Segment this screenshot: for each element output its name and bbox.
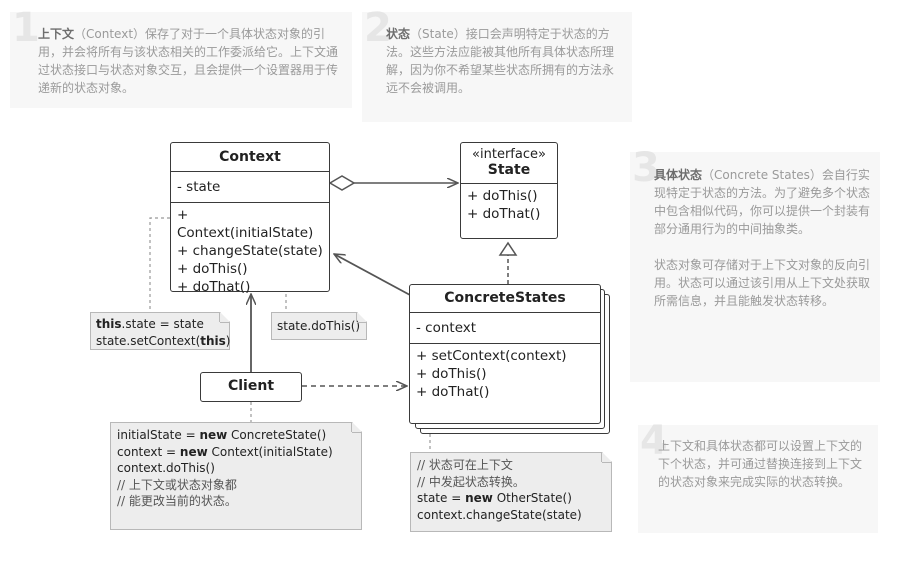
class-fields: - context: [410, 312, 600, 343]
keyword: this: [200, 333, 226, 348]
note-line: context.doThis(): [117, 461, 215, 475]
code: ): [225, 333, 231, 348]
client-class: Client: [200, 372, 302, 402]
callout-number: 4: [640, 418, 668, 464]
method: + setContext(context): [416, 348, 567, 364]
callout-text: 具体状态（Concrete States）会自行实现特定于状态的方法。为了避免多…: [654, 166, 874, 310]
callout-keyword: 上下文: [38, 27, 75, 41]
callout-text: 上下文（Context）保存了对于一个具体状态对象的引用，并会将所有与该状态相关…: [38, 25, 338, 97]
class-name: Client: [227, 378, 275, 394]
callout-body: 上下文和具体状态都可以设置上下文的下个状态，并可通过替换连接到上下文的状态对象来…: [658, 439, 863, 489]
note-link-state: [149, 217, 170, 312]
callout-body: （State）接口会声明特定于状态的方法。这些方法应能被其他所有具体状态所理解，…: [386, 27, 615, 95]
callout-keyword: 具体状态: [654, 168, 703, 182]
class-methods: + Context(initialState) + changeState(st…: [171, 202, 329, 299]
method: + doThis(): [416, 366, 487, 382]
realization-triangle: [498, 241, 518, 256]
note-do-this: state.doThis(): [271, 312, 367, 340]
field: - context: [416, 320, 477, 336]
association-line: [334, 254, 411, 296]
callout-text: 上下文和具体状态都可以设置上下文的下个状态，并可通过替换连接到上下文的状态对象来…: [658, 437, 873, 491]
aggregation-diamond: [328, 175, 356, 191]
class-name: ConcreteStates: [444, 290, 566, 306]
callout-body: （Concrete States）会自行实现特定于状态的方法。为了避免多个状态中…: [654, 168, 871, 236]
state-interface: «interface» State + doThis() + doThat(): [460, 142, 558, 239]
class-methods: + setContext(context) + doThis() + doTha…: [410, 343, 600, 404]
note-line: context.changeState(state): [417, 507, 582, 522]
class-name: Context: [219, 149, 281, 165]
note-comment: // 能更改当前的状态。: [117, 494, 237, 508]
keyword: this: [96, 317, 122, 331]
note-line: this.state = state: [96, 316, 224, 333]
method: + doThis(): [177, 261, 248, 277]
callout-2: 2 状态（State）接口会声明特定于状态的方法。这些方法应能被其他所有具体状态…: [362, 8, 632, 122]
context-class: Context - state + Context(initialState) …: [170, 142, 330, 295]
callout-number: 2: [364, 5, 392, 51]
note-line: state.setContext(this): [96, 333, 230, 350]
note-comment: // 上下文或状态对象都: [117, 477, 237, 492]
method: + doThat(): [416, 384, 490, 400]
concrete-states-class: ConcreteStates - context + setContext(co…: [409, 284, 601, 424]
class-fields: - state: [171, 171, 329, 202]
note-comment: // 中发起状态转换。: [417, 474, 525, 489]
callout-text: 状态（State）接口会声明特定于状态的方法。这些方法应能被其他所有具体状态所理…: [386, 25, 624, 97]
callout-body: （Context）保存了对于一个具体状态对象的引用，并会将所有与该状态相关的工作…: [38, 27, 339, 95]
method: + changeState(state): [177, 243, 323, 259]
class-methods: + doThis() + doThat(): [461, 183, 557, 226]
callout-number: 3: [632, 145, 660, 191]
stereotype: «interface»: [472, 147, 546, 162]
callout-3: 3 具体状态（Concrete States）会自行实现特定于状态的方法。为了避…: [630, 148, 880, 382]
note-line: state.doThis(): [277, 319, 361, 333]
code: .state = state: [121, 317, 204, 331]
callout-4: 4 上下文和具体状态都可以设置上下文的下个状态，并可通过替换连接到上下文的状态对…: [638, 421, 878, 533]
note-line: initialState = new ConcreteState(): [117, 428, 327, 442]
callout-keyword: 状态: [386, 27, 411, 41]
note-comment: // 状态可在上下文: [417, 458, 513, 472]
method: + doThat(): [177, 279, 251, 295]
note-line: state = new OtherState(): [417, 491, 572, 505]
callout-1: 1 上下文（Context）保存了对于一个具体状态对象的引用，并会将所有与该状态…: [10, 8, 352, 108]
class-name: State: [487, 162, 531, 178]
method: + doThat(): [467, 206, 541, 222]
note-concrete: // 状态可在上下文 // 中发起状态转换。 state = new Other…: [410, 452, 612, 532]
note-line: context = new Context(initialState): [117, 444, 333, 459]
callout-body-2: 状态对象可存储对于上下文对象的反向引用。状态可以通过该引用从上下文处获取所需信息…: [654, 258, 871, 308]
note-set-state: this.state = state state.setContext(this…: [90, 312, 230, 350]
method: + doThis(): [467, 188, 538, 204]
field: - state: [177, 179, 221, 195]
callout-number: 1: [12, 5, 40, 51]
method: + Context(initialState): [177, 207, 314, 241]
code: state.setContext(: [96, 333, 201, 348]
note-client: initialState = new ConcreteState() conte…: [110, 422, 362, 530]
